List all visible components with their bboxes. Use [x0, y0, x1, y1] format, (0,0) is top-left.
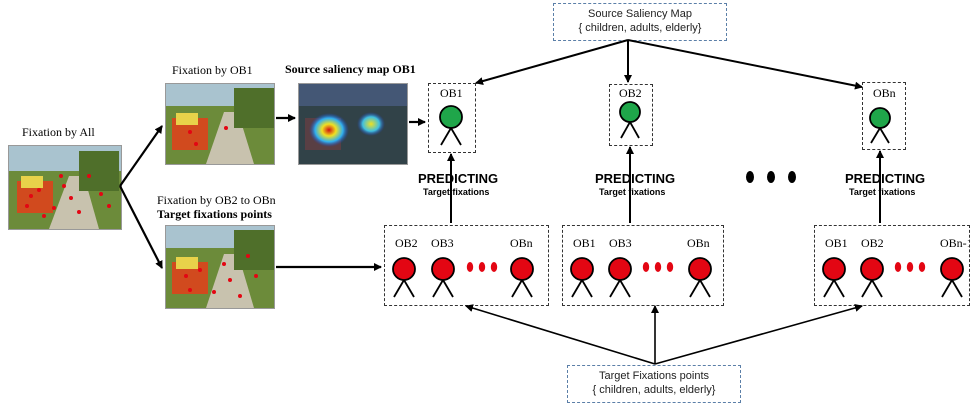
group-label: OB1 [573, 236, 596, 250]
target-group-box-3: OB1 OB2 OBn-1 [814, 225, 970, 306]
source-saliency-box: Source Saliency Map { children, adults, … [553, 3, 727, 41]
observer-box-obn: OBn [862, 82, 906, 150]
predicting-title-2: PREDICTING [595, 171, 676, 186]
target-arrows [465, 304, 863, 365]
target-box-title: Target Fixations points [598, 370, 710, 382]
predicting-sub-2: Target fixations [599, 187, 666, 197]
group-label: OB3 [431, 236, 454, 250]
predicting-title-3: PREDICTING [845, 171, 926, 186]
group-label: OBn [687, 236, 710, 250]
target-box-groups: { children, adults, elderly} [592, 384, 716, 396]
label-fixation-ob2-to-obn: Fixation by OB2 to OBn [157, 193, 276, 207]
predicting-sub-3: Target fixations [849, 187, 916, 197]
group-label: OB1 [825, 236, 848, 250]
label-saliency-ob1: Source saliency map OB1 [285, 62, 416, 76]
group-label: OBn-1 [940, 236, 970, 250]
group-label: OB2 [395, 236, 418, 250]
observer-box-ob2: OB2 [609, 84, 653, 146]
target-group-box-2: OB1 OB3 OBn [562, 225, 724, 306]
photo-fixation-ob2-to-obn [165, 225, 275, 309]
photo-fixation-ob1 [165, 83, 275, 165]
label-target-points: Target fixations points [157, 207, 272, 221]
observer-label: OBn [873, 86, 896, 100]
observer-box-ob1: OB1 [428, 83, 476, 153]
group-label: OBn [510, 236, 533, 250]
target-fixations-box: Target Fixations points { children, adul… [567, 365, 741, 403]
label-fixation-ob1: Fixation by OB1 [172, 63, 253, 77]
observer-label: OB1 [440, 86, 463, 100]
predicting-sub-1: Target fixations [423, 187, 490, 197]
predicting-title-1: PREDICTING [418, 171, 499, 186]
source-box-title: Source Saliency Map [588, 8, 692, 20]
group-label: OB2 [861, 236, 884, 250]
observer-label: OB2 [619, 86, 642, 100]
photo-saliency-ob1 [298, 83, 408, 165]
photo-fixation-all [8, 145, 122, 230]
ellipsis-dots [746, 171, 796, 183]
source-arrows [475, 39, 863, 90]
label-fixation-all: Fixation by All [22, 125, 95, 139]
source-box-groups: { children, adults, elderly} [578, 22, 702, 34]
group-label: OB3 [609, 236, 632, 250]
target-group-box-1: OB2 OB3 OBn [384, 225, 549, 306]
